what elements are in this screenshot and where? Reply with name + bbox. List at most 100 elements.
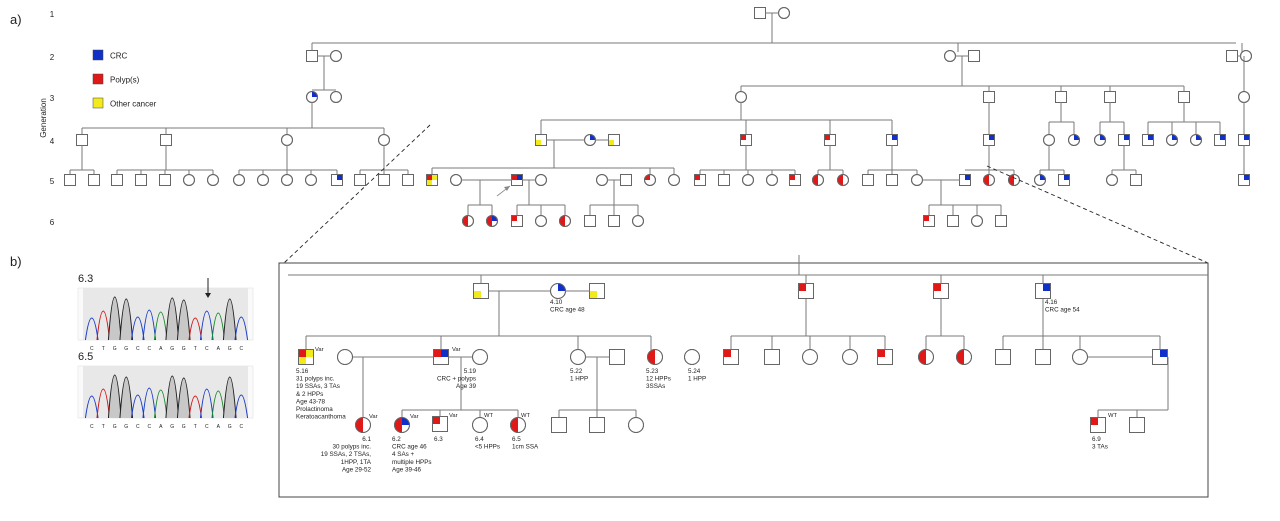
male-individual <box>1152 349 1168 365</box>
female-individual <box>1072 349 1088 365</box>
male-individual <box>1118 134 1130 146</box>
female-individual <box>812 174 824 186</box>
male-individual <box>1129 417 1145 433</box>
female-individual <box>584 134 596 146</box>
male-individual <box>64 174 76 186</box>
male-individual <box>608 215 620 227</box>
base-call: G <box>170 424 174 430</box>
individual-annotation: 1HPP, 1TA <box>341 459 372 466</box>
generation-axis-label: Generation <box>39 98 48 138</box>
individual-annotation: 4.16 <box>1045 299 1058 306</box>
male-individual <box>306 50 318 62</box>
base-call: G <box>124 346 128 352</box>
base-call: C <box>147 424 151 430</box>
chromatogram-peak <box>234 316 249 341</box>
female-individual <box>647 349 663 365</box>
legend-label: Other cancer <box>110 100 157 109</box>
male-individual <box>584 215 596 227</box>
female-individual <box>742 174 754 186</box>
male-individual <box>298 349 314 365</box>
female-individual <box>628 417 644 433</box>
individual-annotation: & 2 HPPs <box>296 391 323 398</box>
legend-label: Polyp(s) <box>110 76 140 85</box>
male-individual <box>511 215 523 227</box>
male-individual <box>551 417 567 433</box>
male-individual <box>589 283 605 299</box>
base-call: G <box>182 424 186 430</box>
generation-number: 2 <box>50 53 55 62</box>
male-individual <box>111 174 123 186</box>
generation-number: 1 <box>50 10 55 19</box>
female-individual <box>486 215 498 227</box>
chromatogram-peak <box>119 376 134 419</box>
male-individual <box>432 416 448 432</box>
individual-annotation: <5 HPPs <box>475 444 500 451</box>
female-individual <box>472 417 488 433</box>
female-individual <box>281 134 293 146</box>
female-individual <box>1166 134 1178 146</box>
base-call: G <box>113 424 117 430</box>
male-individual <box>718 174 730 186</box>
female-individual <box>668 174 680 186</box>
individual-annotation: Age 39-46 <box>392 466 422 473</box>
chromatogram-peak <box>153 311 168 341</box>
base-call: T <box>194 346 197 352</box>
individual-annotation: 1 HPP <box>688 376 706 383</box>
individual-annotation: Prolactinoma <box>296 406 333 413</box>
male-individual <box>331 174 343 186</box>
legend-swatch <box>92 97 104 109</box>
base-call: G <box>182 346 186 352</box>
chromatogram-peak <box>130 394 145 419</box>
generation-number: 5 <box>50 177 55 186</box>
base-call: A <box>217 424 221 430</box>
female-individual <box>535 174 547 186</box>
female-individual <box>802 349 818 365</box>
male-individual <box>740 134 752 146</box>
base-call: C <box>136 424 140 430</box>
female-individual <box>207 174 219 186</box>
male-individual <box>923 215 935 227</box>
female-individual <box>842 349 858 365</box>
male-individual <box>886 134 898 146</box>
male-individual <box>609 349 625 365</box>
chromatogram-peak <box>211 312 226 341</box>
male-individual <box>160 134 172 146</box>
male-individual <box>1104 91 1116 103</box>
female-individual <box>535 215 547 227</box>
male-individual <box>798 283 814 299</box>
base-call: T <box>194 424 197 430</box>
female-individual <box>559 215 571 227</box>
female-individual <box>1068 134 1080 146</box>
female-individual <box>1190 134 1202 146</box>
male-individual <box>886 174 898 186</box>
chromatogram-peak <box>199 388 214 419</box>
chromatogram-peak <box>84 317 99 341</box>
female-individual <box>378 134 390 146</box>
chromatogram-peak <box>222 298 237 341</box>
panel-b-detail <box>278 255 1209 498</box>
chromatogram-peak <box>119 298 134 341</box>
legend-label: CRC <box>110 52 128 61</box>
base-call: C <box>205 346 209 352</box>
female-individual <box>472 349 488 365</box>
individual-annotation: 6.1 <box>362 436 371 443</box>
female-individual <box>510 417 526 433</box>
individual-annotation: 19 SSAs, 3 TAs <box>296 383 340 390</box>
individual-annotation: Age 29-52 <box>342 466 372 473</box>
male-individual <box>426 174 438 186</box>
male-individual <box>1142 134 1154 146</box>
male-individual <box>968 50 980 62</box>
chromatogram-peak <box>142 387 157 419</box>
base-call: A <box>217 346 221 352</box>
base-call: C <box>147 346 151 352</box>
female-individual <box>1106 174 1118 186</box>
female-individual <box>394 417 410 433</box>
individual-annotation: 5.19 <box>464 368 477 375</box>
female-individual <box>233 174 245 186</box>
male-individual <box>995 349 1011 365</box>
male-individual <box>433 349 449 365</box>
male-individual <box>589 417 605 433</box>
female-individual <box>462 215 474 227</box>
female-individual <box>281 174 293 186</box>
base-call: C <box>90 346 94 352</box>
